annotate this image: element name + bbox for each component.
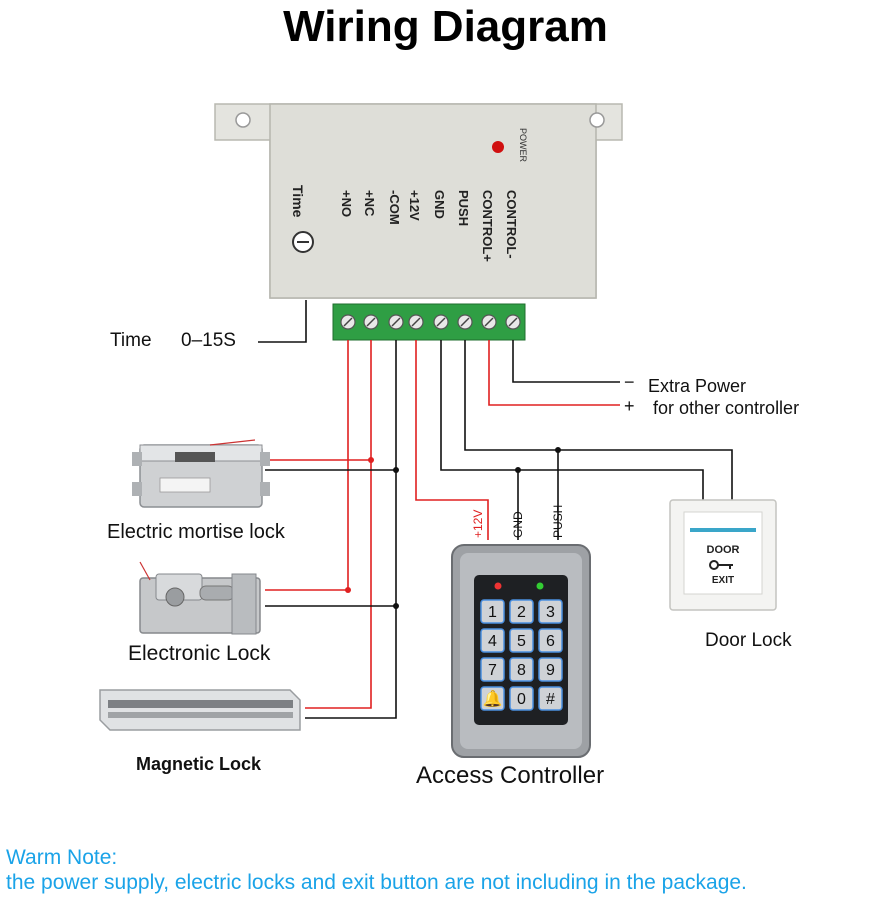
terminal-label: +NO [339,190,354,217]
terminal-label: CONTROL+ [480,190,495,262]
keypad-key[interactable] [538,628,563,653]
terminal-label: GND [432,190,447,219]
extra-power-minus: − [624,372,635,392]
controller-wire-gnd: GND [511,511,525,538]
mortise-lock-label: Electric mortise lock [107,521,286,543]
page-title: Wiring Diagram [283,2,608,51]
keypad-key-label: 7 [488,662,497,679]
keypad-key-label: 2 [517,604,526,621]
time-knob-label: Time [290,185,306,218]
terminal-label: CONTROL- [504,190,519,259]
exit-button-bottom-text: EXIT [712,575,734,586]
power-led-icon [492,141,504,153]
wires [258,300,733,719]
keypad-key[interactable] [480,657,505,682]
warm-note-text: the power supply, electric locks and exi… [6,871,747,894]
key-icon [709,560,733,570]
keypad-key[interactable] [538,599,563,624]
keypad-key-label: 1 [488,604,497,621]
magnetic-lock-image [99,689,301,731]
electronic-lock-label: Electronic Lock [128,642,271,665]
exit-button-top-text: DOOR [707,544,740,556]
mount-hole-right [589,112,605,128]
terminal-block [332,303,526,341]
controller-wire-12v: +12V [471,510,485,538]
terminal-label: PUSH [456,190,471,226]
mount-hole-left [235,112,251,128]
keypad-key[interactable] [480,686,505,711]
keypad-key[interactable] [538,657,563,682]
terminal-label: +NC [362,190,377,217]
keypad-key[interactable] [509,657,534,682]
keypad-key-label: 4 [488,633,497,650]
keypad-key-label: 3 [546,604,555,621]
controller-wire-push: PUSH [551,505,565,538]
keypad-key-label: 8 [517,662,526,679]
time-callout-label: Time [110,330,152,351]
access-controller-image: 1 2 3 4 5 6 7 8 9 🔔 0 # [451,544,591,758]
warm-note-heading: Warm Note: [6,846,118,869]
terminal-label: +12V [407,190,422,221]
power-label: POWER [518,128,528,163]
keypad-key[interactable] [509,599,534,624]
keypad-key[interactable] [538,686,563,711]
relay-module: POWER Time +NO +NC -COM +12V GND PUSH CONTROL+… [214,103,623,299]
keypad-key-label: 0 [517,691,526,708]
exit-button-image[interactable]: DOOR EXIT [669,499,777,611]
electronic-lock-image [139,561,261,635]
keypad-key-label: 9 [546,662,555,679]
mortise-lock-image [132,439,270,508]
keypad-key[interactable] [480,628,505,653]
terminal-labels: +NO +NC -COM +12V GND PUSH CONTROL+ CONTROL- [339,190,519,262]
keypad-key[interactable] [509,686,534,711]
keypad-key-label: 🔔 [483,690,503,708]
time-callout-range: 0–15S [181,330,236,351]
keypad-key-label: 6 [546,633,555,650]
extra-power-line2: for other controller [653,398,799,418]
keypad-key-label: # [546,691,555,708]
extra-power-plus: + [624,396,635,416]
magnetic-lock-label: Magnetic Lock [136,754,262,774]
extra-power-line1: Extra Power [648,376,746,396]
access-controller-label: Access Controller [416,762,604,789]
terminal-label: -COM [387,190,402,225]
keypad-key[interactable] [480,599,505,624]
door-lock-label: Door Lock [705,630,792,651]
keypad-key[interactable] [509,628,534,653]
keypad-key-label: 5 [517,633,526,650]
